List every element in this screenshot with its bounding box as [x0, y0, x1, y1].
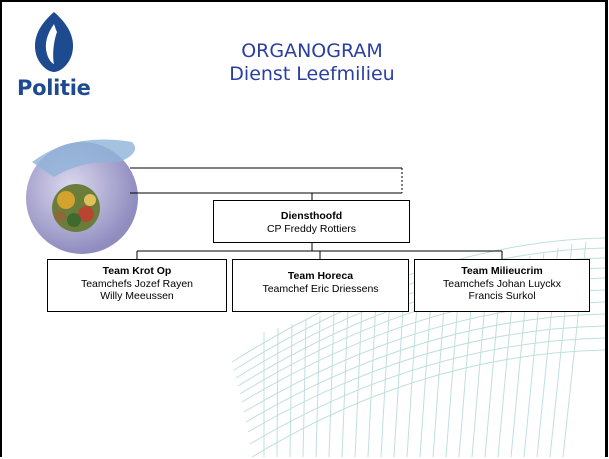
org-node-diensthoofd: Diensthoofd CP Freddy Rottiers	[213, 200, 410, 243]
org-node-team-krot-op: Team Krot Op Teamchefs Jozef Rayen Willy…	[47, 259, 227, 312]
node-title: Team Milieucrim	[461, 265, 543, 277]
node-line: Willy Meeussen	[100, 290, 174, 302]
node-line: Francis Surkol	[468, 290, 536, 302]
police-flame-icon	[34, 12, 74, 72]
police-logo-text: Politie	[17, 76, 91, 100]
node-line: Teamchefs Johan Luyckx	[443, 277, 561, 290]
node-line: Teamchef Eric Driessens	[262, 282, 379, 295]
slide-title: ORGANOGRAM Dienst Leefmilieu	[142, 40, 482, 86]
globe-image	[26, 139, 138, 254]
title-line-2: Dienst Leefmilieu	[229, 63, 395, 85]
org-node-team-milieucrim: Team Milieucrim Teamchefs Johan Luyckx F…	[414, 259, 590, 312]
node-title: Team Horeca	[287, 270, 354, 282]
org-connectors	[130, 167, 503, 259]
org-node-team-horeca: Team Horeca Teamchef Eric Driessens	[232, 259, 409, 312]
node-line: Teamchefs Jozef Rayen	[80, 277, 194, 290]
node-title: Team Krot Op	[102, 265, 172, 277]
node-title: Diensthoofd	[280, 210, 343, 222]
title-line-1: ORGANOGRAM	[241, 40, 383, 62]
node-line: CP Freddy Rottiers	[266, 222, 357, 235]
